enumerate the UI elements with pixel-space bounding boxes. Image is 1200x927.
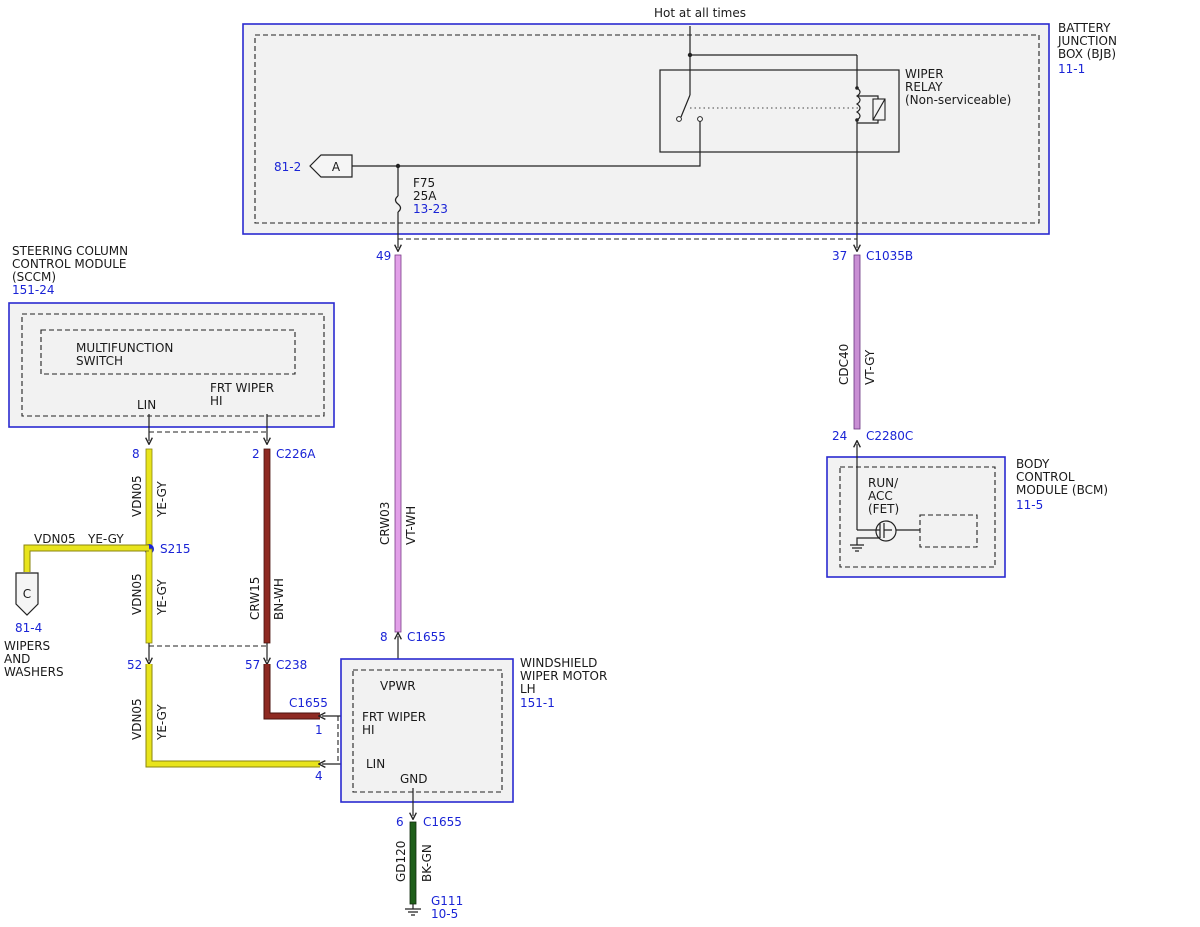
wire-gd120-color: BK-GN bbox=[420, 844, 434, 882]
wire-vdn05-branch: VDN05 YE-GY bbox=[23, 532, 149, 572]
connector-c1655-pin1-label: C1655 bbox=[289, 696, 328, 710]
wire-crw15-circuit: CRW15 bbox=[248, 577, 262, 620]
splice-s215-label: S215 bbox=[160, 542, 191, 556]
wire-vdn05-upper: VDN05 YE-GY bbox=[130, 448, 169, 550]
connector-c226a: C226A bbox=[276, 447, 316, 461]
connector-c-icon bbox=[15, 572, 39, 616]
wire-vdn05-lower-circuit: VDN05 bbox=[130, 698, 144, 740]
connector-a-ref: 81-2 bbox=[274, 160, 301, 174]
ground-g111-label: G111 bbox=[431, 894, 463, 908]
wire-gd120-circuit: GD120 bbox=[394, 841, 408, 882]
hot-at-all-times-label: Hot at all times bbox=[654, 6, 746, 20]
ground-g111-ref: 10-5 bbox=[431, 907, 458, 921]
pin-4-motor: 4 bbox=[315, 769, 323, 783]
wire-crw15-color: BN-WH bbox=[272, 578, 286, 620]
wire-vdn05-lower: VDN05 YE-GY bbox=[130, 664, 320, 768]
sccm-ref: 151-24 bbox=[12, 283, 55, 297]
fuse-f75-icon bbox=[394, 195, 402, 213]
motor-gnd-label: GND bbox=[400, 772, 428, 786]
wire-crw15: CRW15 BN-WH bbox=[248, 448, 286, 644]
pin-1-motor: 1 bbox=[315, 723, 323, 737]
pin-52: 52 bbox=[127, 658, 142, 672]
ground-icon bbox=[405, 904, 421, 916]
wire-vdn05-mid-color: YE-GY bbox=[155, 579, 169, 616]
bjb-ref: 11-1 bbox=[1058, 62, 1085, 76]
connector-a-letter: A bbox=[332, 160, 341, 174]
pin-37: 37 bbox=[832, 249, 847, 263]
wire-vdn05-branch-color: YE-GY bbox=[87, 532, 124, 546]
wire-vdn05-mid-circuit: VDN05 bbox=[130, 573, 144, 615]
wire-vdn05-lower-color: YE-GY bbox=[155, 704, 169, 741]
connector-c1655-pin8-label: C1655 bbox=[407, 630, 446, 644]
connector-c238-label: C238 bbox=[276, 658, 307, 672]
connector-c238: 52 57 C238 bbox=[127, 643, 307, 672]
wire-gd120: GD120 BK-GN bbox=[394, 821, 434, 905]
ground-g111: G111 10-5 bbox=[405, 894, 463, 921]
motor-ref: 151-1 bbox=[520, 696, 555, 710]
bcm-fet-label: RUN/ACC(FET) bbox=[868, 476, 899, 516]
connector-c2280c: C2280C bbox=[866, 429, 913, 443]
fuse-f75-ref: 13-23 bbox=[413, 202, 448, 216]
connector-c1035b: C1035B bbox=[866, 249, 913, 263]
wire-cdc40-color: VT-GY bbox=[863, 349, 877, 385]
bcm-ref: 11-5 bbox=[1016, 498, 1043, 512]
pin-49: 49 bbox=[376, 249, 391, 263]
wire-crw03-color: VT-WH bbox=[404, 506, 418, 545]
sccm-lin-label: LIN bbox=[137, 398, 156, 412]
connector-c1655-pin6-label: C1655 bbox=[423, 815, 462, 829]
wire-vdn05-upper-color: YE-GY bbox=[155, 481, 169, 518]
pin-8-sccm: 8 bbox=[132, 447, 140, 461]
wire-crw03-circuit: CRW03 bbox=[378, 502, 392, 545]
connector-c-letter: C bbox=[23, 587, 31, 601]
pin-8-motor: 8 bbox=[380, 630, 388, 644]
pin-6-motor: 6 bbox=[396, 815, 404, 829]
pin-2-sccm: 2 bbox=[252, 447, 260, 461]
motor-lin-label: LIN bbox=[366, 757, 385, 771]
wire-vdn05-upper-circuit: VDN05 bbox=[130, 475, 144, 517]
wire-cdc40-circuit: CDC40 bbox=[837, 344, 851, 385]
fet-transistor-icon bbox=[875, 520, 897, 542]
wire-crw15-lower bbox=[263, 664, 320, 720]
wiper-relay-box bbox=[659, 69, 900, 153]
wire-vdn05-mid: VDN05 YE-GY bbox=[130, 548, 169, 644]
wire-crw03: CRW03 VT-WH bbox=[378, 254, 418, 633]
pin-57: 57 bbox=[245, 658, 260, 672]
motor-vpwr-label: VPWR bbox=[380, 679, 416, 693]
connector-c-ref: 81-4 bbox=[15, 621, 42, 635]
wire-vdn05-branch-circuit: VDN05 bbox=[34, 532, 76, 546]
wire-cdc40: CDC40 VT-GY bbox=[837, 254, 877, 430]
pin-24: 24 bbox=[832, 429, 847, 443]
